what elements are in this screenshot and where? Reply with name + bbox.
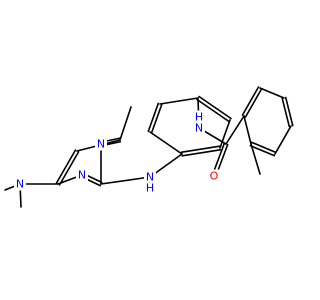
bond-b4-b5 (274, 125, 292, 155)
double-bond-b3-b4-a (281, 97, 291, 128)
double-bond-b3-b4-b (284, 96, 294, 127)
bond-a1-a2 (149, 131, 183, 155)
double-bond-a6-a1-a (180, 145, 221, 154)
double-bond-b5-b6-b (249, 144, 276, 157)
atom-h-amide: H (195, 111, 203, 124)
molecule-structure: N N N N H N H O (4, 86, 294, 208)
double-bond-b1-b2-b (241, 86, 260, 116)
bond-b6-b1 (243, 115, 252, 145)
label-backdrop (14, 177, 26, 191)
bond-cam-b1 (225, 115, 245, 145)
atom-n-ring-upper: N (97, 138, 105, 151)
label-backdrop (208, 169, 220, 183)
label-backdrop (95, 137, 107, 151)
bond-a5-a6 (219, 119, 231, 149)
double-bond-a4-a5-a (196, 98, 230, 123)
label-backdrop (144, 170, 156, 184)
double-bond-b1-b2-a (244, 88, 263, 118)
atom-n-ring-lower: N (78, 169, 86, 182)
atom-n-amide: N (195, 122, 203, 135)
label-backdrop (193, 121, 205, 135)
atom-n-aniline: N (146, 171, 154, 184)
double-bond-a4-a5-b (198, 95, 232, 120)
atom-label-layer: N N N N H N H O (14, 110, 220, 195)
bond-b2-b3 (259, 87, 285, 99)
double-bond-c4-c5-a (58, 151, 80, 186)
bond-c2-nh (100, 176, 151, 185)
double-bond-a2-a3-b (147, 102, 160, 133)
atom-n-dimethyl: N (16, 178, 24, 191)
double-bond-c4-c5-b (55, 149, 77, 184)
label-backdrop (193, 110, 205, 124)
atom-o-carbonyl: O (210, 170, 219, 183)
bond-a3-a4 (159, 97, 199, 105)
double-bond-a6-a1-b (181, 148, 222, 157)
bond-b6-meb (250, 143, 261, 175)
bond-c6-me6 (119, 106, 132, 141)
double-bond-a2-a3-a (150, 103, 163, 134)
label-backdrop (76, 168, 88, 182)
double-bond-b5-b6-a (250, 141, 277, 154)
atom-h-aniline: H (146, 182, 154, 195)
label-backdrop (144, 181, 156, 195)
